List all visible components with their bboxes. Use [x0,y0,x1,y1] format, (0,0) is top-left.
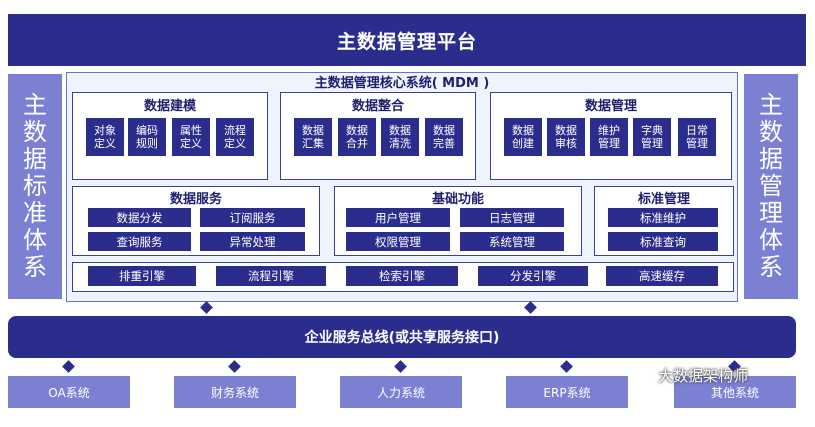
wechat-icon [632,367,654,383]
dedup-engine-box: 排重引擎 [88,266,196,286]
attribute-definition-box: 属性定义 [172,118,210,156]
data-completion-box: 数据完善 [425,118,463,156]
object-definition-box: 对象定义 [86,118,124,156]
cache-box: 高速缓存 [606,266,718,286]
dictionary-management-box: 字典管理 [633,118,671,156]
data-review-box: 数据审核 [547,118,585,156]
data-integration-title: 数据整合 [351,98,404,114]
query-service-box: 查询服务 [88,232,191,251]
data-services-title: 数据服务 [169,191,222,207]
hr-system-box: 人力系统 [340,376,462,408]
connector-diamond [524,301,537,314]
basic-functions-title: 基础功能 [431,191,484,207]
other-systems-box: 其他系统 [674,376,796,408]
distribution-engine-box: 分发引擎 [478,266,588,286]
right-side-label: 主 数 据 管 理 体 系 [744,74,798,299]
subscription-service-box: 订阅服务 [200,208,305,227]
permission-management-box: 权限管理 [346,232,450,251]
workflow-engine-box: 流程引擎 [216,266,326,286]
connector-diamond [560,360,573,373]
process-definition-box: 流程定义 [216,118,254,156]
standard-query-box: 标准查询 [608,232,718,251]
user-management-box: 用户管理 [346,208,450,227]
core-system-title: 主数据管理核心系统( MDM ) [314,75,490,91]
data-merge-box: 数据合并 [338,118,376,156]
standards-management-title: 标准管理 [637,191,690,207]
data-cleansing-box: 数据清洗 [381,118,419,156]
erp-system-box: ERP系统 [506,376,628,408]
log-management-box: 日志管理 [460,208,564,227]
data-modeling-title: 数据建模 [143,98,196,114]
maintenance-management-box: 维护管理 [590,118,628,156]
data-distribution-box: 数据分发 [88,208,191,227]
standard-maintenance-box: 标准维护 [608,208,718,227]
connector-diamond [62,360,75,373]
oa-system-box: OA系统 [8,376,130,408]
system-management-box: 系统管理 [460,232,564,251]
data-collection-box: 数据汇集 [294,118,332,156]
left-side-label: 主 数 据 标 准 体 系 [8,74,62,299]
watermark: 大数据架构师 [632,362,800,388]
platform-title: 主数据管理平台 [8,14,806,66]
connector-diamond [200,301,213,314]
data-management-title: 数据管理 [584,98,637,114]
connector-diamond [394,360,407,373]
finance-system-box: 财务系统 [174,376,296,408]
connector-diamond [228,360,241,373]
daily-management-box: 日常管理 [678,118,716,156]
enterprise-service-bus: 企业服务总线(或共享服务接口) [8,316,796,358]
data-creation-box: 数据创建 [504,118,542,156]
watermark-text: 大数据架构师 [658,366,749,385]
search-engine-box: 检索引擎 [346,266,458,286]
coding-rules-box: 编码规则 [128,118,166,156]
exception-handling-box: 异常处理 [200,232,305,251]
